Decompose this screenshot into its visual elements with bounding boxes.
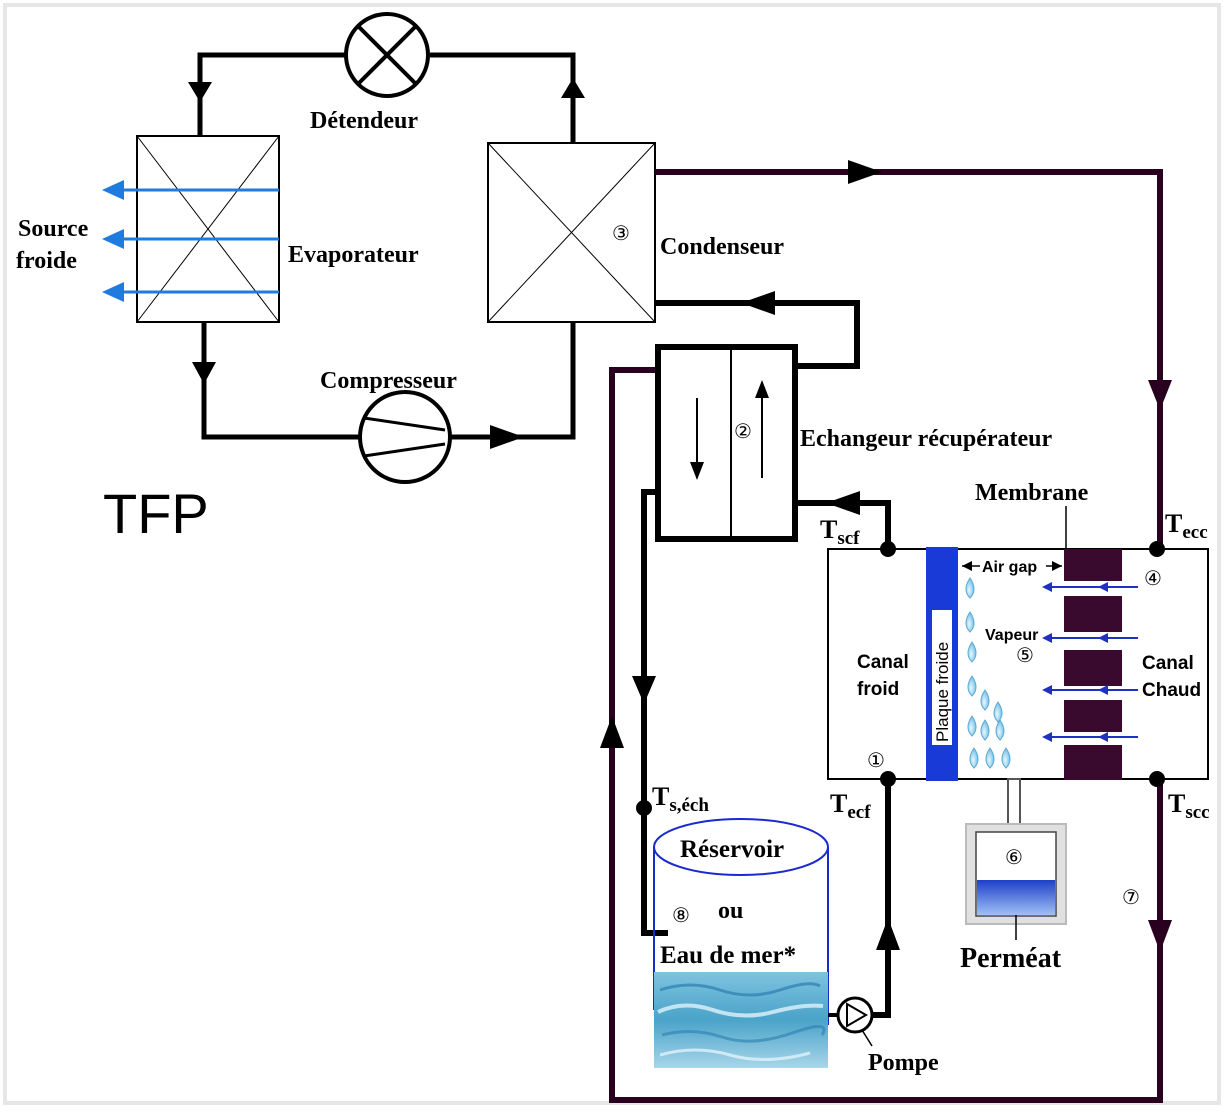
point-6: ⑥ [1005, 845, 1023, 869]
svg-text:Tecc: Tecc [1165, 509, 1208, 543]
detendeur-label: Détendeur [310, 108, 418, 134]
ou-label: ou [718, 898, 743, 924]
tfp-label: TFP [103, 482, 209, 545]
plaque-froide-label: Plaque froide [933, 642, 952, 742]
temp-label-sech: Ts,éch [652, 782, 709, 816]
canal-chaud-label-2: Chaud [1142, 680, 1201, 701]
arrow-left-to-exchanger [826, 491, 860, 515]
t-ecf-main: T [830, 789, 847, 818]
point-7: ⑦ [1122, 885, 1140, 909]
condenseur-label: Condenseur [660, 234, 784, 260]
reservoir-label: Réservoir [680, 836, 784, 863]
arrow-down-evap-outlet [192, 362, 216, 384]
point-3: ③ [612, 221, 630, 245]
evaporateur-box [137, 136, 279, 322]
temp-label-ecf: Tecf [830, 789, 871, 823]
pompe-label: Pompe [868, 1050, 939, 1076]
point-5: ⑤ [1016, 643, 1034, 667]
canal-chaud-label-1: Canal [1142, 653, 1194, 674]
pompe-symbol [828, 998, 872, 1046]
temp-label-scc: Tscc [1168, 789, 1210, 823]
svg-text:Tscf: Tscf [820, 515, 860, 549]
arrow-down-right-pipe [1148, 380, 1172, 410]
arrow-left-to-condenser [741, 291, 775, 315]
source-froide-label-1: Source [18, 216, 89, 242]
condenseur-box [488, 143, 655, 322]
t-scf-main: T [820, 515, 837, 544]
t-sech-sub: s,éch [669, 795, 709, 816]
echangeur-label: Echangeur récupérateur [800, 426, 1053, 452]
arrow-up-cond-outlet [561, 78, 585, 98]
compresseur-symbol [360, 392, 450, 482]
t-sech-main: T [652, 782, 669, 811]
permeat-label: Perméat [960, 943, 1062, 974]
temp-label-scf: Tscf [820, 515, 860, 549]
air-gap-label: Air gap [982, 559, 1037, 576]
arrow-down-scc-line [1148, 920, 1172, 952]
source-froide-label-2: froide [16, 248, 77, 274]
detendeur-valve [346, 14, 428, 96]
canal-froid-label-1: Canal [857, 652, 909, 673]
temp-label-ecc: Tecc [1165, 509, 1208, 543]
arrow-up-left-loop [600, 716, 624, 748]
t-scf-sub: scf [837, 528, 860, 549]
t-ecc-sub: ecc [1182, 522, 1207, 543]
blue-arrow-1 [102, 180, 124, 200]
point-1: ① [867, 748, 885, 772]
arrow-right-comp-outlet [490, 425, 524, 449]
point-4: ④ [1144, 566, 1162, 590]
evaporateur-label: Evaporateur [288, 242, 419, 268]
svg-text:Tscc: Tscc [1168, 789, 1210, 823]
eau-de-mer-label: Eau de mer* [660, 942, 796, 969]
point-2: ② [734, 419, 752, 443]
svg-text:Ts,éch: Ts,éch [652, 782, 709, 816]
arrow-up-pump-line [876, 918, 900, 950]
t-scc-main: T [1168, 789, 1185, 818]
arrow-right-top-pipe [848, 160, 882, 184]
svg-text:Tecf: Tecf [830, 789, 871, 823]
t-ecf-sub: ecf [847, 802, 871, 823]
t-ecc-main: T [1165, 509, 1182, 538]
canal-froid-label-2: froid [857, 679, 899, 700]
point-8: ⑧ [672, 903, 690, 927]
echangeur-box [658, 347, 795, 539]
arrow-down-evap-inlet [188, 82, 212, 102]
t-scc-sub: scc [1185, 802, 1209, 823]
blue-arrow-3 [102, 282, 124, 302]
vapeur-label: Vapeur [985, 627, 1038, 644]
arrow-down-to-reservoir [632, 676, 656, 704]
blue-arrow-2 [102, 229, 124, 249]
compresseur-label: Compresseur [320, 368, 457, 394]
membrane-label: Membrane [975, 480, 1089, 506]
